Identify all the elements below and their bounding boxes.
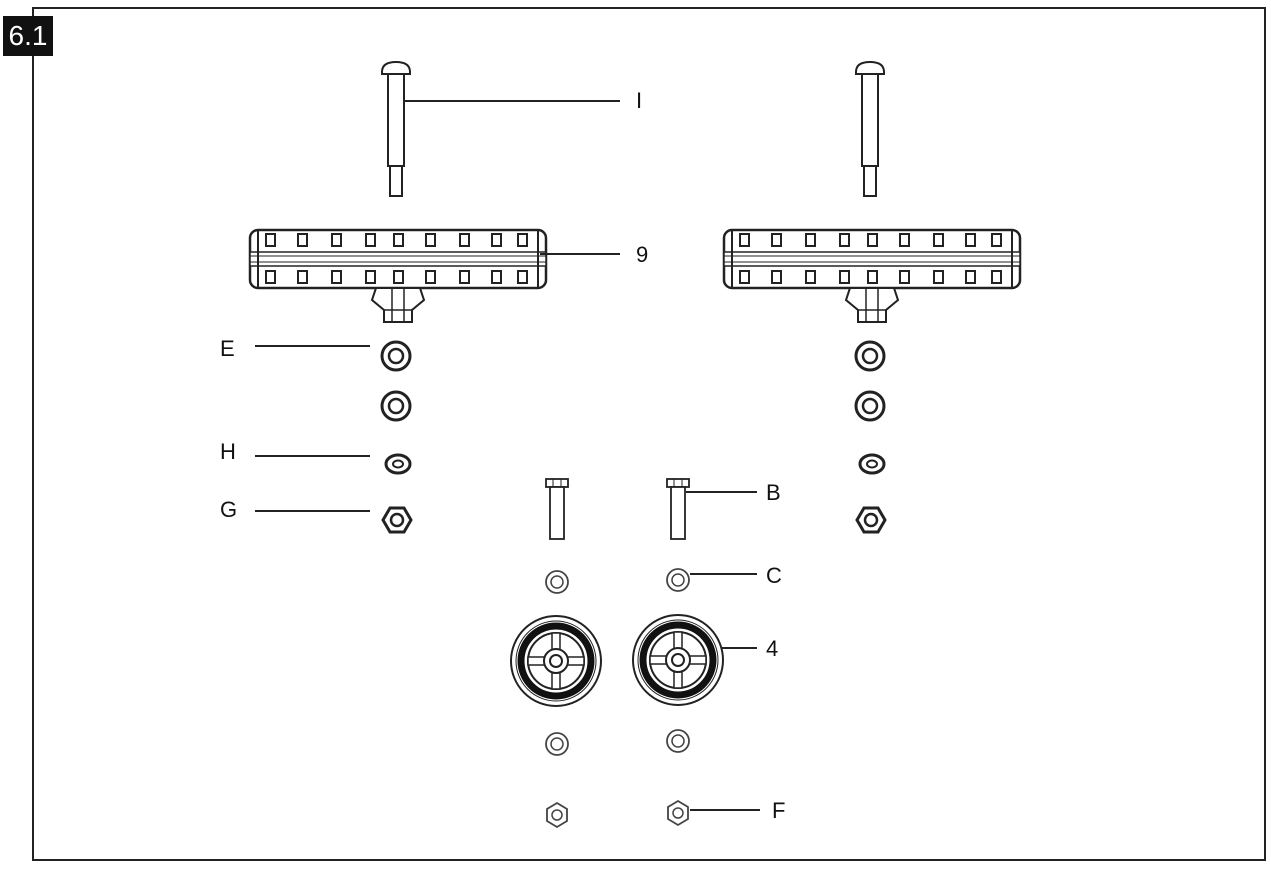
leader-lines: [255, 100, 760, 811]
callout-label-h: H: [220, 439, 236, 464]
right-axle-pin: [855, 61, 885, 197]
callout-label-4: 4: [766, 636, 778, 661]
right-large-wheel: [722, 228, 1022, 324]
callout-label-b: B: [766, 480, 781, 505]
center-left-washer-bottom: [545, 732, 569, 756]
callout-label-e: E: [220, 336, 235, 361]
left-lock-washer: [384, 453, 412, 475]
callout-label-f: F: [772, 798, 785, 823]
right-washer-2: [854, 390, 886, 422]
center-left-washer-top: [545, 570, 569, 594]
frame-border: [32, 7, 1266, 861]
center-right-washer-bottom: [666, 729, 690, 753]
center-right-washer-top: [666, 568, 690, 592]
center-left-nut: [546, 802, 568, 828]
right-washer-1: [854, 340, 886, 372]
left-nut: [381, 506, 413, 534]
callout-label-i: I: [636, 88, 642, 113]
center-right-nut: [667, 800, 689, 826]
center-left-bolt: [545, 478, 569, 540]
center-right-small-wheel: [633, 615, 723, 705]
center-right-bolt: [666, 478, 690, 540]
left-large-wheel: [248, 228, 548, 324]
callout-label-c: C: [766, 563, 782, 588]
callout-label-9: 9: [636, 242, 648, 267]
step-number-badge: 6.1: [3, 16, 53, 56]
right-nut: [855, 506, 887, 534]
right-lock-washer: [858, 453, 886, 475]
left-axle-pin: [381, 61, 411, 197]
left-washer-1: [380, 340, 412, 372]
callout-label-g: G: [220, 497, 237, 522]
left-washer-2: [380, 390, 412, 422]
center-left-small-wheel: [511, 616, 601, 706]
